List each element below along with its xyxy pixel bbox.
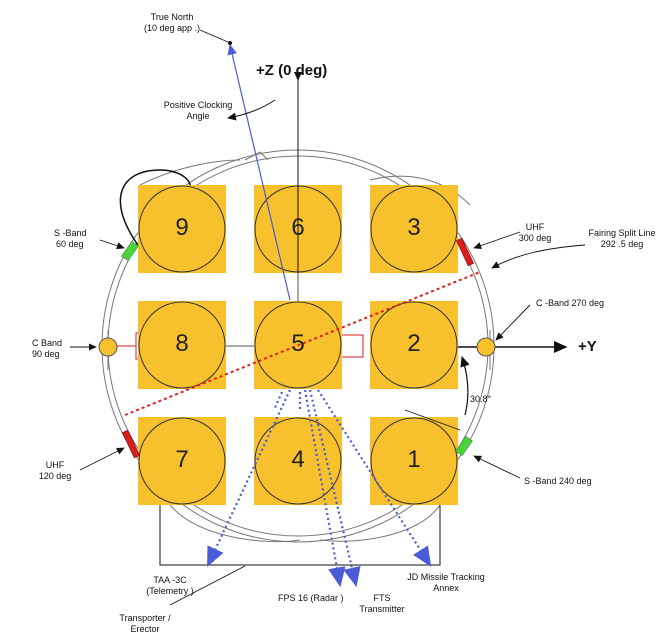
true-north-sub: (10 deg app .) (143, 23, 201, 33)
fairing-deg: 292 .5 deg (600, 239, 644, 249)
uhf-left-leader (79, 447, 125, 471)
s-band-240-antenna (455, 435, 473, 457)
slot-7-circle (138, 417, 226, 505)
slot-9-number: 9 (175, 214, 189, 241)
slot-6-number: 6 (291, 214, 305, 241)
fairing-split-line (124, 271, 481, 416)
transporter-sub: Erector (130, 624, 160, 634)
s-band-cable (119, 169, 191, 249)
center-bracket (340, 334, 364, 358)
c-band-left-deg: 90 deg (32, 349, 60, 359)
positive-clocking-sub: Angle (186, 111, 210, 121)
clocking-arc (460, 355, 470, 416)
c-band-left-text: C Band (32, 338, 63, 348)
true-north-text: True North (150, 12, 194, 22)
c-band-right-leader (495, 304, 531, 341)
clocking-angle-label: 30.8° (470, 394, 492, 404)
taa-label: TAA -3C (Telemetry ) (130, 575, 210, 597)
slot-8-number: 8 (175, 330, 189, 357)
c-band-left-label: C Band 90 deg (32, 338, 62, 360)
positive-clocking-arrow (227, 99, 276, 121)
fts-sub: Transmitter (359, 604, 405, 614)
fairing-text: Fairing Split Line (588, 228, 656, 238)
jd-label: JD Missile Tracking Annex (396, 572, 496, 594)
uhf-right-label: UHF 300 deg (510, 222, 560, 244)
short-dot-a (272, 391, 284, 411)
slot-1-number: 1 (407, 446, 421, 473)
fps-line-b (308, 389, 361, 588)
transporter-text: Transporter / (119, 613, 171, 623)
slot-3-number: 3 (407, 214, 421, 241)
s-band-left-text: S -Band (54, 228, 87, 238)
transporter-label: Transporter / Erector (105, 613, 185, 635)
fairing-label: Fairing Split Line 292 .5 deg (582, 228, 662, 250)
true-north-label: True North (10 deg app .) (132, 12, 212, 34)
transporter-frame (159, 505, 441, 566)
slot-4-number: 4 (291, 446, 305, 473)
slot-3-circle (370, 185, 458, 273)
c-band-right-label: C -Band 270 deg (536, 298, 605, 308)
uhf-right-text: UHF (525, 222, 545, 232)
slot-9-circle (138, 185, 226, 273)
y-axis-label: +Y (578, 338, 597, 355)
uhf-right-leader (473, 231, 521, 250)
uhf-right-deg: 300 deg (518, 233, 552, 243)
s-band-left-deg: 60 deg (56, 239, 84, 249)
true-north-dot (228, 41, 232, 45)
uhf-300-antenna (456, 237, 474, 267)
slot-5-number: 5 (291, 330, 305, 357)
slot-grid (138, 185, 458, 505)
jd-text: JD Missile Tracking (407, 572, 485, 582)
fts-label: FTS Transmitter (352, 593, 412, 615)
fairing-leader (491, 244, 586, 269)
slot-8-circle (138, 301, 226, 389)
slot-2-circle (370, 301, 458, 389)
s-band-right-label: S -Band 240 deg (524, 476, 592, 486)
positive-clocking-label: Positive Clocking Angle (158, 100, 238, 122)
fps-line-a (303, 389, 346, 588)
fps-label: FPS 16 (Radar ) (278, 593, 344, 603)
true-north-leader (199, 29, 229, 43)
jd-sub: Annex (433, 583, 459, 593)
uhf-left-label: UHF 120 deg (30, 460, 80, 482)
uhf-left-text: UHF (45, 460, 65, 470)
s-band-left-label: S -Band 60 deg (54, 228, 87, 250)
s-band-60-antenna (121, 240, 139, 262)
true-north-line (227, 43, 291, 301)
s-band-right-leader (473, 455, 521, 479)
z-axis-label: +Z (0 deg) (256, 62, 328, 79)
c-band-270-antenna (476, 337, 496, 357)
taa-sub: (Telemetry ) (146, 586, 194, 596)
uhf-left-deg: 120 deg (38, 471, 72, 481)
slot-1-circle (370, 417, 458, 505)
c-band-90-antenna (98, 337, 118, 357)
transporter-leader (169, 565, 246, 606)
slot-2-number: 2 (407, 330, 421, 357)
slot-7-number: 7 (175, 446, 189, 473)
s-band-left-leader (99, 239, 125, 250)
slot-4-circle (254, 417, 342, 505)
uhf-120-antenna (122, 429, 140, 459)
positive-clocking-text: Positive Clocking (163, 100, 233, 110)
fts-text: FTS (373, 593, 391, 603)
taa-text: TAA -3C (153, 575, 187, 585)
clocking-ref-line (404, 409, 461, 431)
taa-line (207, 389, 291, 567)
